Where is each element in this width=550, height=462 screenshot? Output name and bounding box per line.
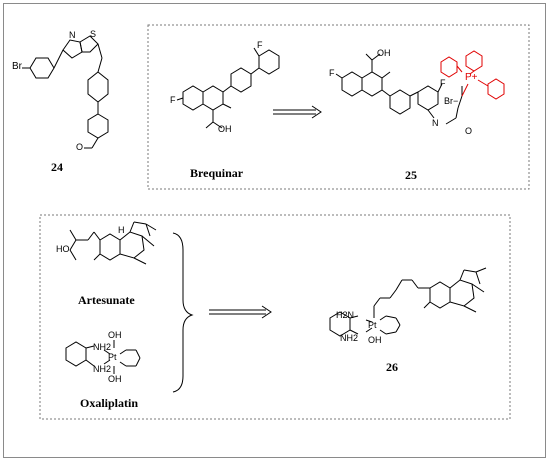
methoxy-o-label: O bbox=[76, 142, 84, 152]
oxaliplatin-nh2-bottom-label: NH2 bbox=[93, 364, 112, 374]
oxaliplatin-structure bbox=[65, 340, 141, 374]
brequinar-oh-label: OH bbox=[218, 124, 232, 134]
amide-o-label: O bbox=[465, 126, 473, 136]
brequinar-fluoro-label: F bbox=[170, 95, 176, 105]
artesunate-label: Artesunate bbox=[78, 293, 135, 307]
brequinar-structure bbox=[176, 47, 280, 129]
bottom-dashed-panel bbox=[39, 214, 511, 420]
oxaliplatin-label: Oxaliplatin bbox=[80, 396, 139, 410]
oxaliplatin-pt-label: Pt bbox=[108, 352, 117, 362]
sulfur-atom-label: S bbox=[90, 29, 97, 39]
c25-fluoro-biphenyl-label: F bbox=[440, 78, 446, 88]
artesunate-h-label: H bbox=[118, 225, 125, 235]
compound-25-label: 25 bbox=[405, 168, 417, 182]
phosphonium-label: P+ bbox=[465, 72, 478, 83]
c26-oh-label: OH bbox=[368, 335, 382, 345]
top-reaction-arrow bbox=[273, 105, 322, 119]
compound-25-structure bbox=[335, 53, 463, 125]
compound-26-label: 26 bbox=[386, 360, 398, 374]
compound-26-structure bbox=[329, 267, 487, 337]
c25-fluoro-label: F bbox=[329, 68, 335, 78]
brequinar-biphenyl-fluoro-label: F bbox=[257, 40, 263, 50]
triazole-n-label: N bbox=[69, 30, 76, 40]
oxaliplatin-oh-bottom-label: OH bbox=[108, 374, 122, 384]
compound-24-structure bbox=[22, 35, 109, 149]
c26-h2n-top-label: H2N bbox=[336, 310, 355, 320]
c26-nh2-bottom-label: NH2 bbox=[340, 333, 359, 343]
c25-oh-label: OH bbox=[377, 48, 391, 58]
oxaliplatin-nh2-top-label: NH2 bbox=[93, 342, 112, 352]
figure-frame bbox=[3, 3, 546, 458]
triphenylphosphonium-group bbox=[440, 50, 505, 100]
oxaliplatin-oh-top-label: OH bbox=[108, 330, 122, 340]
compound-24-label: 24 bbox=[51, 160, 63, 174]
bromide-counterion-label: Br− bbox=[444, 96, 459, 106]
artesunate-structure bbox=[69, 221, 157, 265]
bromine-atom-label: Br bbox=[12, 61, 22, 72]
artesunate-ho-label: HO bbox=[56, 244, 70, 254]
combination-brace bbox=[172, 232, 194, 393]
bottom-reaction-arrow bbox=[209, 305, 272, 319]
brequinar-label: Brequinar bbox=[190, 166, 244, 180]
amide-n-label: N bbox=[432, 118, 439, 128]
c26-pt-label: Pt bbox=[368, 320, 377, 330]
top-dashed-panel bbox=[147, 24, 530, 190]
